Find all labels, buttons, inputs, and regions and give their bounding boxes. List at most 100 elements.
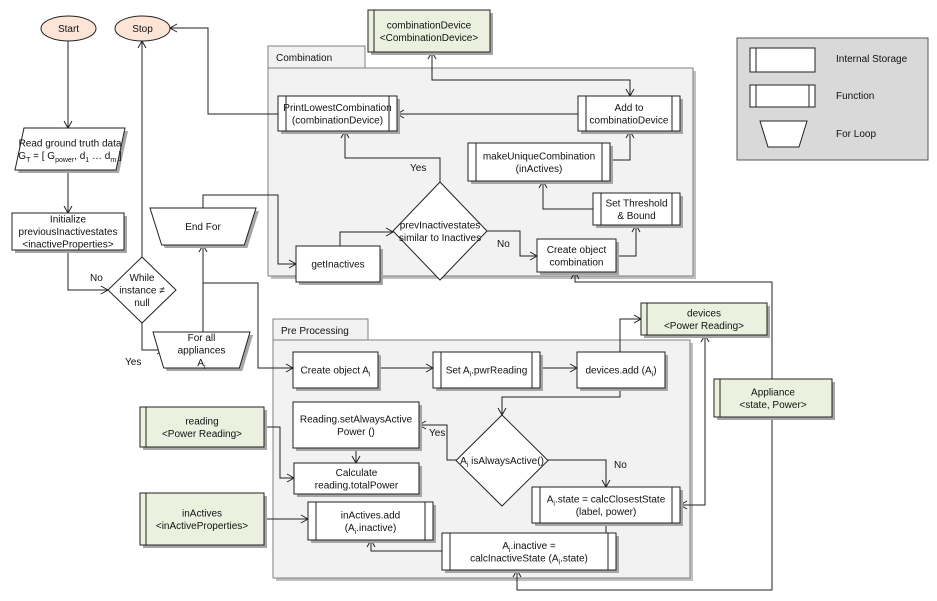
inactive-label-line: calcInactiveState (Ai.state) (470, 553, 588, 566)
connector-addto-combinationdevice (427, 50, 635, 98)
node-getinactives: getInactives (295, 245, 383, 285)
node-init: InitializepreviousInactivestates<inactiv… (11, 212, 127, 253)
stop-shape (114, 15, 171, 42)
connector-closest-devices (678, 333, 710, 510)
makeunique-label-line: makeUniqueCombination (483, 151, 595, 162)
read-label-line: Read ground truth data (19, 138, 122, 149)
inactive-label-line: Ai.inactive = (502, 541, 556, 554)
connector-reading-to-calc (264, 426, 296, 483)
connector-devadd-to-always (497, 388, 621, 417)
connector-endfor-to-getinactives (202, 194, 298, 269)
start-label-line: Start (58, 24, 79, 35)
addto-label-line: combinatioDevice (590, 115, 669, 126)
endfor-shape (149, 207, 257, 246)
calc-label-line: reading.totalPower (315, 480, 399, 491)
reading-shape (139, 406, 265, 448)
connector-init-to-while (67, 250, 110, 295)
makeunique-shape (467, 142, 611, 182)
connector-createcomb-to-threshold (616, 223, 641, 257)
devices-label-line: devices (687, 308, 721, 319)
node-print: PrintLowestCombination(combinationDevice… (277, 95, 400, 134)
connector-appliance-to-createcomb (570, 270, 773, 379)
createcomb-label-line: Create object (547, 245, 607, 256)
inActives-label-line: inActives (182, 508, 222, 519)
forall-label-line: appliances (178, 346, 226, 357)
node-createA: Create object Ai (292, 351, 381, 391)
node-reading: reading<Power Reading> (139, 406, 267, 450)
createA-shape (292, 351, 379, 389)
print-label-line: (combinationDevice) (292, 115, 383, 126)
print-label-line: PrintLowestCombination (283, 103, 391, 114)
legend-for-loop-label: For Loop (836, 129, 876, 140)
setalways-label-line: Reading.setAlwaysActive (300, 414, 413, 425)
forall-label-line: For all (188, 333, 216, 344)
closest-shape (531, 486, 681, 524)
while-shape (107, 256, 177, 324)
edge-label-while-yes: Yes (125, 357, 141, 368)
connector-appliance-to-inactive (512, 417, 773, 591)
edge-label-always-yes: Yes (429, 428, 445, 439)
inActives-label-line: <inActiveProperties> (156, 521, 248, 532)
node-closest: Ai.state = calcClosestState(label, power… (531, 486, 683, 526)
node-devadd: devices.add (Ai) (576, 351, 668, 391)
legend: Internal Storage Function For Loop (736, 37, 929, 161)
stop-label-line: Stop (132, 24, 153, 35)
combinationDevice-label-line: combinationDevice (387, 20, 472, 31)
start-shape (40, 15, 97, 42)
threshold-label-line: Set Threshold (605, 198, 667, 209)
legend-function-icon (749, 84, 816, 108)
connector-makeunique-to-addto (610, 129, 635, 161)
legend-internal-storage-label: Internal Storage (836, 54, 908, 65)
endfor-label-line: End For (185, 222, 221, 233)
closest-label-line: Ai.state = calcClosestState (547, 494, 666, 507)
connector-while-to-forall (141, 323, 166, 355)
createA-label-line: Create object Ai (301, 366, 371, 379)
legend-function-label: Function (836, 91, 874, 102)
setpwr-shape (432, 351, 541, 389)
connector-prev-yes-to-print (340, 129, 441, 182)
appliance-label-line: <state, Power> (739, 400, 806, 411)
combination-group-title: Combination (276, 53, 332, 64)
while-label-line: instance ≠ (119, 286, 165, 297)
edge-label-prev-no: No (497, 239, 510, 250)
edge-label-always-no: No (614, 460, 627, 471)
inActives-shape (139, 492, 265, 546)
devices-shape (640, 302, 768, 336)
connector-inactive-to-inadd (366, 538, 442, 552)
devices-label-line: <Power Reading> (664, 321, 744, 332)
getinactives-label-line: getInactives (311, 260, 364, 271)
read-shape (14, 127, 126, 171)
connector-getinactives-to-prev (339, 227, 395, 246)
connector-always-no-to-closest (548, 459, 611, 489)
node-combinationDevice: combinationDevice<CombinationDevice> (367, 9, 493, 55)
calc-label-line: Calculate (336, 468, 378, 479)
init-shape (11, 212, 125, 251)
preprocessing-group-title: Pre Processing (281, 326, 349, 337)
init-label-line: Initialize (50, 215, 87, 226)
connector-print-to-stop (168, 23, 278, 115)
addto-shape (577, 95, 681, 132)
while-label-line: While (129, 273, 154, 284)
setpwr-label-line: Set Ai.pwrReading (446, 366, 528, 379)
node-endfor: End For (149, 207, 259, 248)
init-label-line: previousInactivestates (19, 227, 118, 238)
createcomb-label-line: combination (550, 257, 604, 268)
connector-devadd-to-devices (619, 314, 643, 352)
node-start: Start (40, 15, 97, 42)
node-threshold: Set Threshold& Bound (592, 192, 683, 228)
prevdiamond-shape (392, 181, 488, 281)
inadd-label-line: inActives.add (341, 510, 400, 521)
devadd-label-line: devices.add (Ai) (585, 366, 656, 379)
node-setpwr: Set Ai.pwrReading (432, 351, 543, 391)
forall-label-line: Ai (197, 358, 206, 371)
node-inActives: inActives <inActiveProperties> (139, 492, 267, 548)
setalways-label-line: Power () (337, 427, 375, 438)
makeunique-label-line: (inActives) (516, 164, 563, 175)
connector-always-yes-to-setalways (417, 420, 456, 461)
connector-forall-to-createA (203, 282, 295, 373)
